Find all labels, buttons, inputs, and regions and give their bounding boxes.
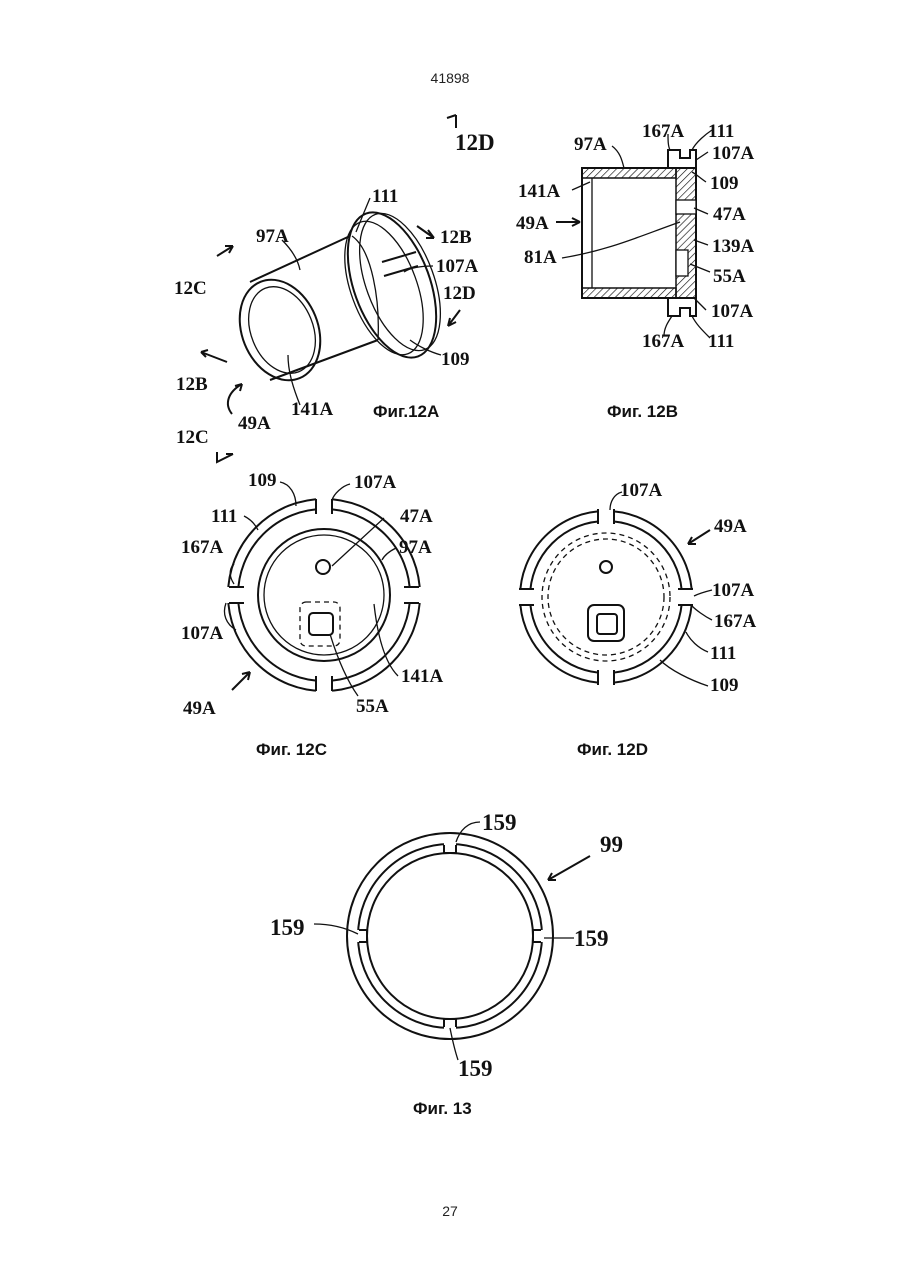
fig12b-label-49a: 49A xyxy=(516,213,549,234)
arrow-12b-left xyxy=(201,350,227,362)
fig12a-flange-inner xyxy=(329,211,439,365)
fig12d-recess-outer xyxy=(588,605,624,641)
fig12b-label-107a-top: 107A xyxy=(712,143,755,164)
fig12b-label-97a: 97A xyxy=(574,134,607,155)
fig12b-label-107a-bot: 107A xyxy=(711,301,754,322)
fig-12d: 107A 49A 107A 167A 111 109 Фиг. 12D xyxy=(517,480,757,759)
fig12b-label-81a: 81A xyxy=(524,247,557,268)
fig12a-label-12c-left: 12C xyxy=(174,278,207,299)
arrow-12c-left xyxy=(217,246,233,256)
fig12c-recess xyxy=(309,613,333,635)
fig13-label-159-bottom: 159 xyxy=(458,1056,493,1081)
fig13-outer-ring xyxy=(347,833,553,1039)
fig12d-label-111: 111 xyxy=(710,643,736,664)
fig12b-label-55a: 55A xyxy=(713,266,746,287)
fig12c-label-55a: 55A xyxy=(356,696,389,717)
fig12b-bottom-wall xyxy=(582,288,676,298)
fig12d-inner-ring xyxy=(530,521,682,673)
fig12c-label-167a: 167A xyxy=(181,537,224,558)
fig12c-arrow-49a xyxy=(232,672,250,690)
fig13-inner-ring xyxy=(367,853,533,1019)
arrow-12d-right xyxy=(448,310,460,326)
fig12d-label-49a: 49A xyxy=(714,516,747,537)
fig12d-caption: Фиг. 12D xyxy=(577,740,648,759)
fig12c-label-49a: 49A xyxy=(183,698,216,719)
fig12b-label-167a-top: 167A xyxy=(642,121,685,142)
fig12c-label-111: 111 xyxy=(211,506,237,527)
fig12d-hole xyxy=(600,561,612,573)
fig13-label-99: 99 xyxy=(600,832,623,857)
fig12b-label-109: 109 xyxy=(710,173,739,194)
fig-13: 159 99 159 159 159 Фиг. 13 xyxy=(270,810,623,1118)
fig13-label-159-left: 159 xyxy=(270,915,305,940)
fig12a-label-49a: 49A xyxy=(238,413,271,434)
fig12b-label-47a: 47A xyxy=(713,204,746,225)
fig13-caption: Фиг. 13 xyxy=(413,1099,472,1118)
fig12d-arrow-49a xyxy=(688,530,710,544)
fig-12a: 12D 111 97A 12B 107A 12C 12D 109 12B 49A… xyxy=(174,115,495,462)
fig12d-dashed-body-inner xyxy=(548,539,664,655)
fig12a-label-111: 111 xyxy=(372,186,398,207)
fig12b-arrow-49a xyxy=(556,218,580,226)
fig12a-cylinder-body xyxy=(250,236,378,380)
fig12a-slot xyxy=(382,252,418,276)
fig-12c: 109 107A 111 47A 167A 97A 107A 141A 49A … xyxy=(181,470,444,759)
fig12b-label-141a: 141A xyxy=(518,181,561,202)
fig12d-outer-ring xyxy=(520,511,692,683)
fig13-middle-ring xyxy=(358,844,542,1028)
fig12d-label-167a: 167A xyxy=(714,611,757,632)
fig12d-label-107a-top: 107A xyxy=(620,480,663,501)
fig12a-caption: Фиг.12A xyxy=(373,402,439,421)
fig12a-label-109: 109 xyxy=(441,349,470,370)
fig12c-label-107a-left: 107A xyxy=(181,623,224,644)
fig12b-label-111-top: 111 xyxy=(708,121,734,142)
fig12b-end-wall xyxy=(676,168,696,298)
fig12c-label-97a: 97A xyxy=(399,537,432,558)
fig12a-label-12b-top: 12B xyxy=(440,227,472,248)
fig12c-body-inner xyxy=(264,535,384,655)
fig12c-caption: Фиг. 12C xyxy=(256,740,327,759)
fig12c-hole-47a xyxy=(316,560,330,574)
fig12d-recess-inner xyxy=(597,614,617,634)
fig12c-label-107a-top: 107A xyxy=(354,472,397,493)
fig12a-front-rim xyxy=(225,268,334,393)
fig-12b: 167A 111 97A 107A 109 141A 47A 49A 139A … xyxy=(516,121,755,421)
fig12b-label-139a: 139A xyxy=(712,236,755,257)
fig12b-top-wall xyxy=(582,168,676,178)
fig12a-label-12d-right: 12D xyxy=(443,283,476,304)
fig12a-label-107a: 107A xyxy=(436,256,479,277)
fig12b-label-111-bot: 111 xyxy=(708,331,734,352)
fig12b-caption: Фиг. 12B xyxy=(607,402,678,421)
fig12c-body-outer xyxy=(258,529,390,661)
fig13-label-159-top: 159 xyxy=(482,810,517,835)
fig12c-label-141a: 141A xyxy=(401,666,444,687)
arrow-12d-top xyxy=(447,115,456,128)
fig13-label-159-right: 159 xyxy=(574,926,609,951)
fig12c-label-47a: 47A xyxy=(400,506,433,527)
arrow-12b-top xyxy=(417,226,434,238)
fig12a-label-12b-left: 12B xyxy=(176,374,208,395)
fig12b-label-167a-bot: 167A xyxy=(642,331,685,352)
fig12c-label-109: 109 xyxy=(248,470,277,491)
fig12a-label-141a: 141A xyxy=(291,399,334,420)
fig12a-label-12d-top: 12D xyxy=(455,130,495,155)
fig12d-label-107a-right: 107A xyxy=(712,580,755,601)
fig12d-label-109: 109 xyxy=(710,675,739,696)
fig13-arrow-99 xyxy=(548,856,590,880)
fig12a-label-97a: 97A xyxy=(256,226,289,247)
arrow-12c-bottom xyxy=(217,452,233,462)
fig12a-label-12c-bottom: 12C xyxy=(176,427,209,448)
